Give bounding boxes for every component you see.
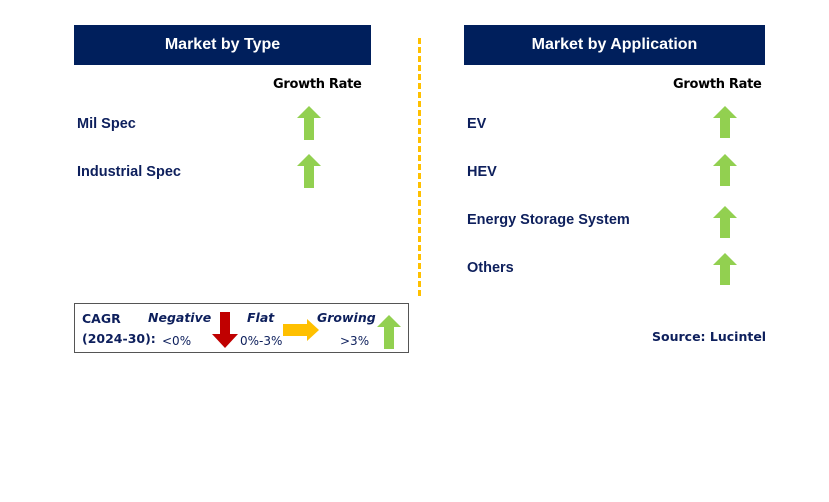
green-up-arrow-icon xyxy=(377,315,401,349)
source-label: Source: Lucintel xyxy=(652,329,767,344)
dashed-divider xyxy=(418,38,421,296)
market-by-type-title: Market by Type xyxy=(164,36,281,53)
row-label-industrial-spec: Industrial Spec xyxy=(77,164,181,180)
yellow-right-arrow-icon xyxy=(283,319,319,341)
growing-range: >3% xyxy=(340,334,370,348)
row-label-mil-spec: Mil Spec xyxy=(77,116,136,132)
green-up-arrow-icon xyxy=(297,106,321,140)
green-up-arrow-icon xyxy=(713,106,737,138)
growth-rate-header-right: Growth Rate xyxy=(673,77,762,92)
green-up-arrow-icon xyxy=(713,154,737,186)
green-up-arrow-icon xyxy=(713,206,737,238)
red-down-arrow-icon xyxy=(212,312,238,348)
market-by-application-title: Market by Application xyxy=(531,36,698,53)
cagr-period-label: (2024-30): xyxy=(82,331,156,346)
flat-label: Flat xyxy=(247,310,275,325)
row-label-hev: HEV xyxy=(467,164,497,180)
green-up-arrow-icon xyxy=(713,253,737,285)
flat-range: 0%-3% xyxy=(240,334,283,348)
growing-label: Growing xyxy=(317,310,376,325)
market-by-type-header: Market by Type xyxy=(74,25,371,65)
green-up-arrow-icon xyxy=(297,154,321,188)
row-label-others: Others xyxy=(467,260,514,276)
row-label-energy-storage-system: Energy Storage System xyxy=(467,212,630,228)
cagr-label: CAGR xyxy=(82,311,121,326)
row-label-ev: EV xyxy=(467,116,487,132)
cagr-legend: CAGR (2024-30): Negative <0% Flat 0%-3% … xyxy=(74,303,409,353)
market-by-application-header: Market by Application xyxy=(464,25,765,65)
negative-label: Negative xyxy=(148,310,212,325)
growth-rate-header-left: Growth Rate xyxy=(273,77,362,92)
negative-range: <0% xyxy=(162,334,192,348)
